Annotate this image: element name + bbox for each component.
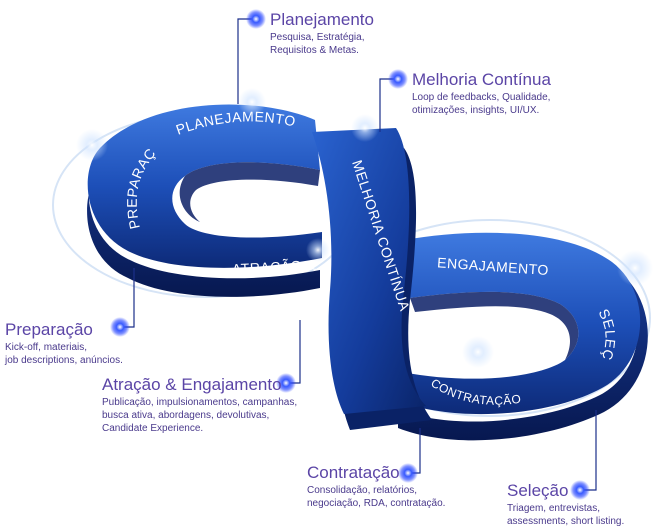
loop-label-atracao: ATRAÇÃO & [232, 257, 317, 277]
marker-preparacao [110, 317, 130, 337]
left-loop-inner-shade [179, 162, 320, 222]
callout-planejamento: Planejamento Pesquisa, Estratégia, Requi… [270, 10, 374, 57]
callout-title: Contratação [307, 463, 400, 482]
marker-selecao [570, 480, 590, 500]
callout-title: Planejamento [270, 10, 374, 29]
marker-contratacao [398, 463, 418, 483]
callout-description: Triagem, entrevistas, assessments, short… [507, 503, 625, 527]
left-loop-band [87, 104, 322, 268]
crossing-band [312, 128, 426, 414]
glow-top [238, 88, 266, 116]
right-loop-inner-shade [410, 291, 579, 360]
callout-title: Melhoria Contínua [412, 70, 551, 89]
callout-title: Atração & Engajamento [102, 375, 282, 394]
callout-atracao: Atração & Engajamento Publicação, impuls… [102, 375, 297, 435]
callout-title: Preparação [5, 320, 93, 339]
callout-selecao: Seleção Triagem, entrevistas, assessment… [507, 481, 624, 528]
callout-title: Seleção [507, 481, 569, 500]
marker-melhoria [388, 69, 408, 89]
glow-left [76, 129, 108, 161]
glow-top-right [351, 114, 379, 142]
glow-center [306, 238, 330, 262]
callout-melhoria: Melhoria Contínua Loop de feedbacks, Qua… [412, 70, 551, 117]
marker-atracao [276, 373, 296, 393]
callout-description: Kick-off, materiais, job descriptions, a… [5, 342, 123, 366]
glow-right [617, 250, 653, 286]
callout-description: Loop de feedbacks, Qualidade, otimizaçõe… [412, 92, 551, 116]
loop-label-preparacao: PREPARAÇÃO [0, 0, 159, 231]
loop-label-engajamento: ENGAJAMENTO [437, 254, 550, 278]
callout-contratacao: Contratação Consolidação, relatórios, ne… [307, 463, 445, 510]
callout-preparacao: Preparação Kick-off, materiais, job desc… [5, 320, 123, 367]
callout-description: Publicação, impulsionamentos, campanhas,… [102, 397, 298, 434]
callout-description: Pesquisa, Estratégia, Requisitos & Metas… [270, 32, 365, 56]
glow-center-right [462, 336, 494, 368]
marker-planejamento [246, 9, 266, 29]
right-loop-band [400, 232, 641, 415]
callout-description: Consolidação, relatórios, negociação, RD… [307, 485, 446, 509]
